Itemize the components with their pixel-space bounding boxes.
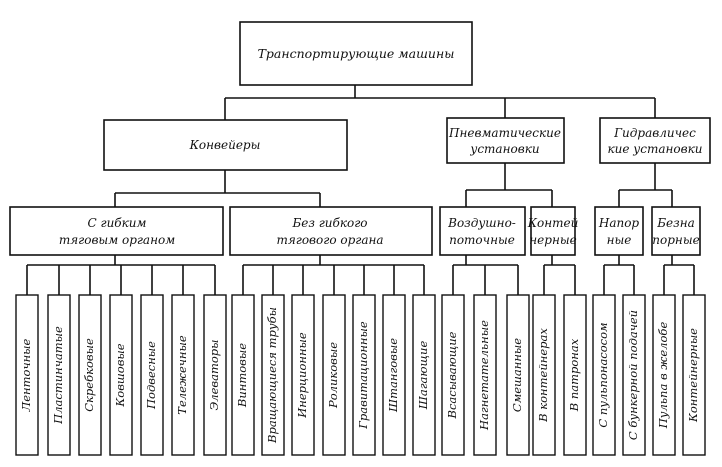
subgroup-flexible-label-1: С гибким [88,216,147,230]
root-node: Транспортирующие машины [239,21,473,86]
leaf-label: Штанговые [386,338,400,413]
subgroup-no-pressure: Безна порные [651,206,701,256]
leaf-node: Пластинчатые [47,294,71,456]
subgroup-pressure-label-2: ные [607,233,632,247]
subgroup-pressure: Напор ные [594,206,644,256]
subgroup-air-flow-label-1: Воздушно- [447,216,516,230]
group-pneumatic: Пневматические установки [446,117,565,164]
subgroup-rigid: Без гибкого тягового органа [229,206,433,256]
leaf-node: Инерционные [291,294,315,456]
leaf-node: Тележечные [171,294,195,456]
leaf-label: Ковшовые [113,343,127,407]
group-conveyors-label: Конвейеры [189,138,261,152]
leaf-node: Винтовые [231,294,255,456]
leaf-node: Роликовые [322,294,346,456]
leaf-label: Пульпа в желобе [656,322,670,430]
leaf-node: Всасывающие [441,294,465,456]
group-conveyors: Конвейеры [103,119,348,171]
leaf-node: Штанговые [382,294,406,456]
connector-lines [26,85,695,295]
leaf-node: Ленточные [15,294,39,456]
leaf-label: Гравитационные [356,321,370,430]
leaf-node: Смешанные [506,294,530,456]
subgroup-air-flow-label-2: поточные [449,233,515,247]
subgroup-container: Контей нерные [527,206,579,256]
leaf-nodes: Ленточные Пластинчатые Скребковые Ковшовые П… [15,294,706,456]
leaf-node: С бункерной подачей [622,294,646,456]
leaf-label: С бункерной подачей [626,310,640,440]
root-label: Транспортирующие машины [258,46,455,61]
group-pneumatic-label-1: Пневматические [448,126,561,140]
leaf-label: С пульпонасосом [596,322,610,427]
group-hydraulic-label-2: кие установки [607,142,702,156]
leaf-node: В патронах [563,294,587,456]
leaf-node: Шагающие [412,294,436,456]
leaf-node: Скребковые [78,294,102,456]
leaf-node: Контейнерные [682,294,706,456]
group-pneumatic-label-2: установки [469,142,539,156]
leaf-label: Подвесные [144,341,158,410]
leaf-label: Инерционные [295,332,309,419]
leaf-label: Ленточные [19,338,33,412]
leaf-label: Винтовые [235,343,249,408]
leaf-label: Скребковые [82,338,96,412]
leaf-node: Вращающиеся трубы [261,294,285,456]
leaf-label: Элеваторы [207,339,221,410]
leaf-label: Вращающиеся трубы [265,307,279,444]
leaf-label: Смешанные [510,338,524,412]
subgroup-flexible: С гибким тяговым органом [9,206,224,256]
leaf-label: Роликовые [326,342,340,409]
leaf-label: Контейнерные [686,328,700,423]
leaf-label: Всасывающие [445,331,459,419]
leaf-node: Элеваторы [203,294,227,456]
group-hydraulic-label-1: Гидравличес [613,126,696,140]
leaf-node: Пульпа в желобе [652,294,676,456]
leaf-label: Тележечные [175,335,189,415]
leaf-label: В контейнерах [536,328,550,423]
leaf-node: В контейнерах [532,294,556,456]
subgroup-rigid-label-2: тягового органа [276,233,383,247]
subgroup-pressure-label-1: Напор [598,216,640,230]
leaf-label: В патронах [567,338,581,412]
leaf-label: Нагнетательные [477,320,491,431]
subgroup-no-pressure-label-2: порные [652,233,699,247]
subgroup-rigid-label-1: Без гибкого [291,216,367,230]
leaf-node: Гравитационные [352,294,376,456]
subgroup-container-label-2: нерные [529,233,576,247]
subgroup-container-label-1: Контей [527,216,579,230]
leaf-node: Подвесные [140,294,164,456]
leaf-node: С пульпонасосом [592,294,616,456]
leaf-label: Пластинчатые [51,326,65,425]
leaf-node: Ковшовые [109,294,133,456]
subgroup-flexible-label-2: тяговым органом [59,233,175,247]
group-hydraulic: Гидравличес кие установки [599,117,711,164]
subgroup-no-pressure-label-1: Безна [656,216,695,230]
leaf-node: Нагнетательные [473,294,497,456]
leaf-label: Шагающие [416,341,430,411]
subgroup-air-flow: Воздушно- поточные [439,206,526,256]
